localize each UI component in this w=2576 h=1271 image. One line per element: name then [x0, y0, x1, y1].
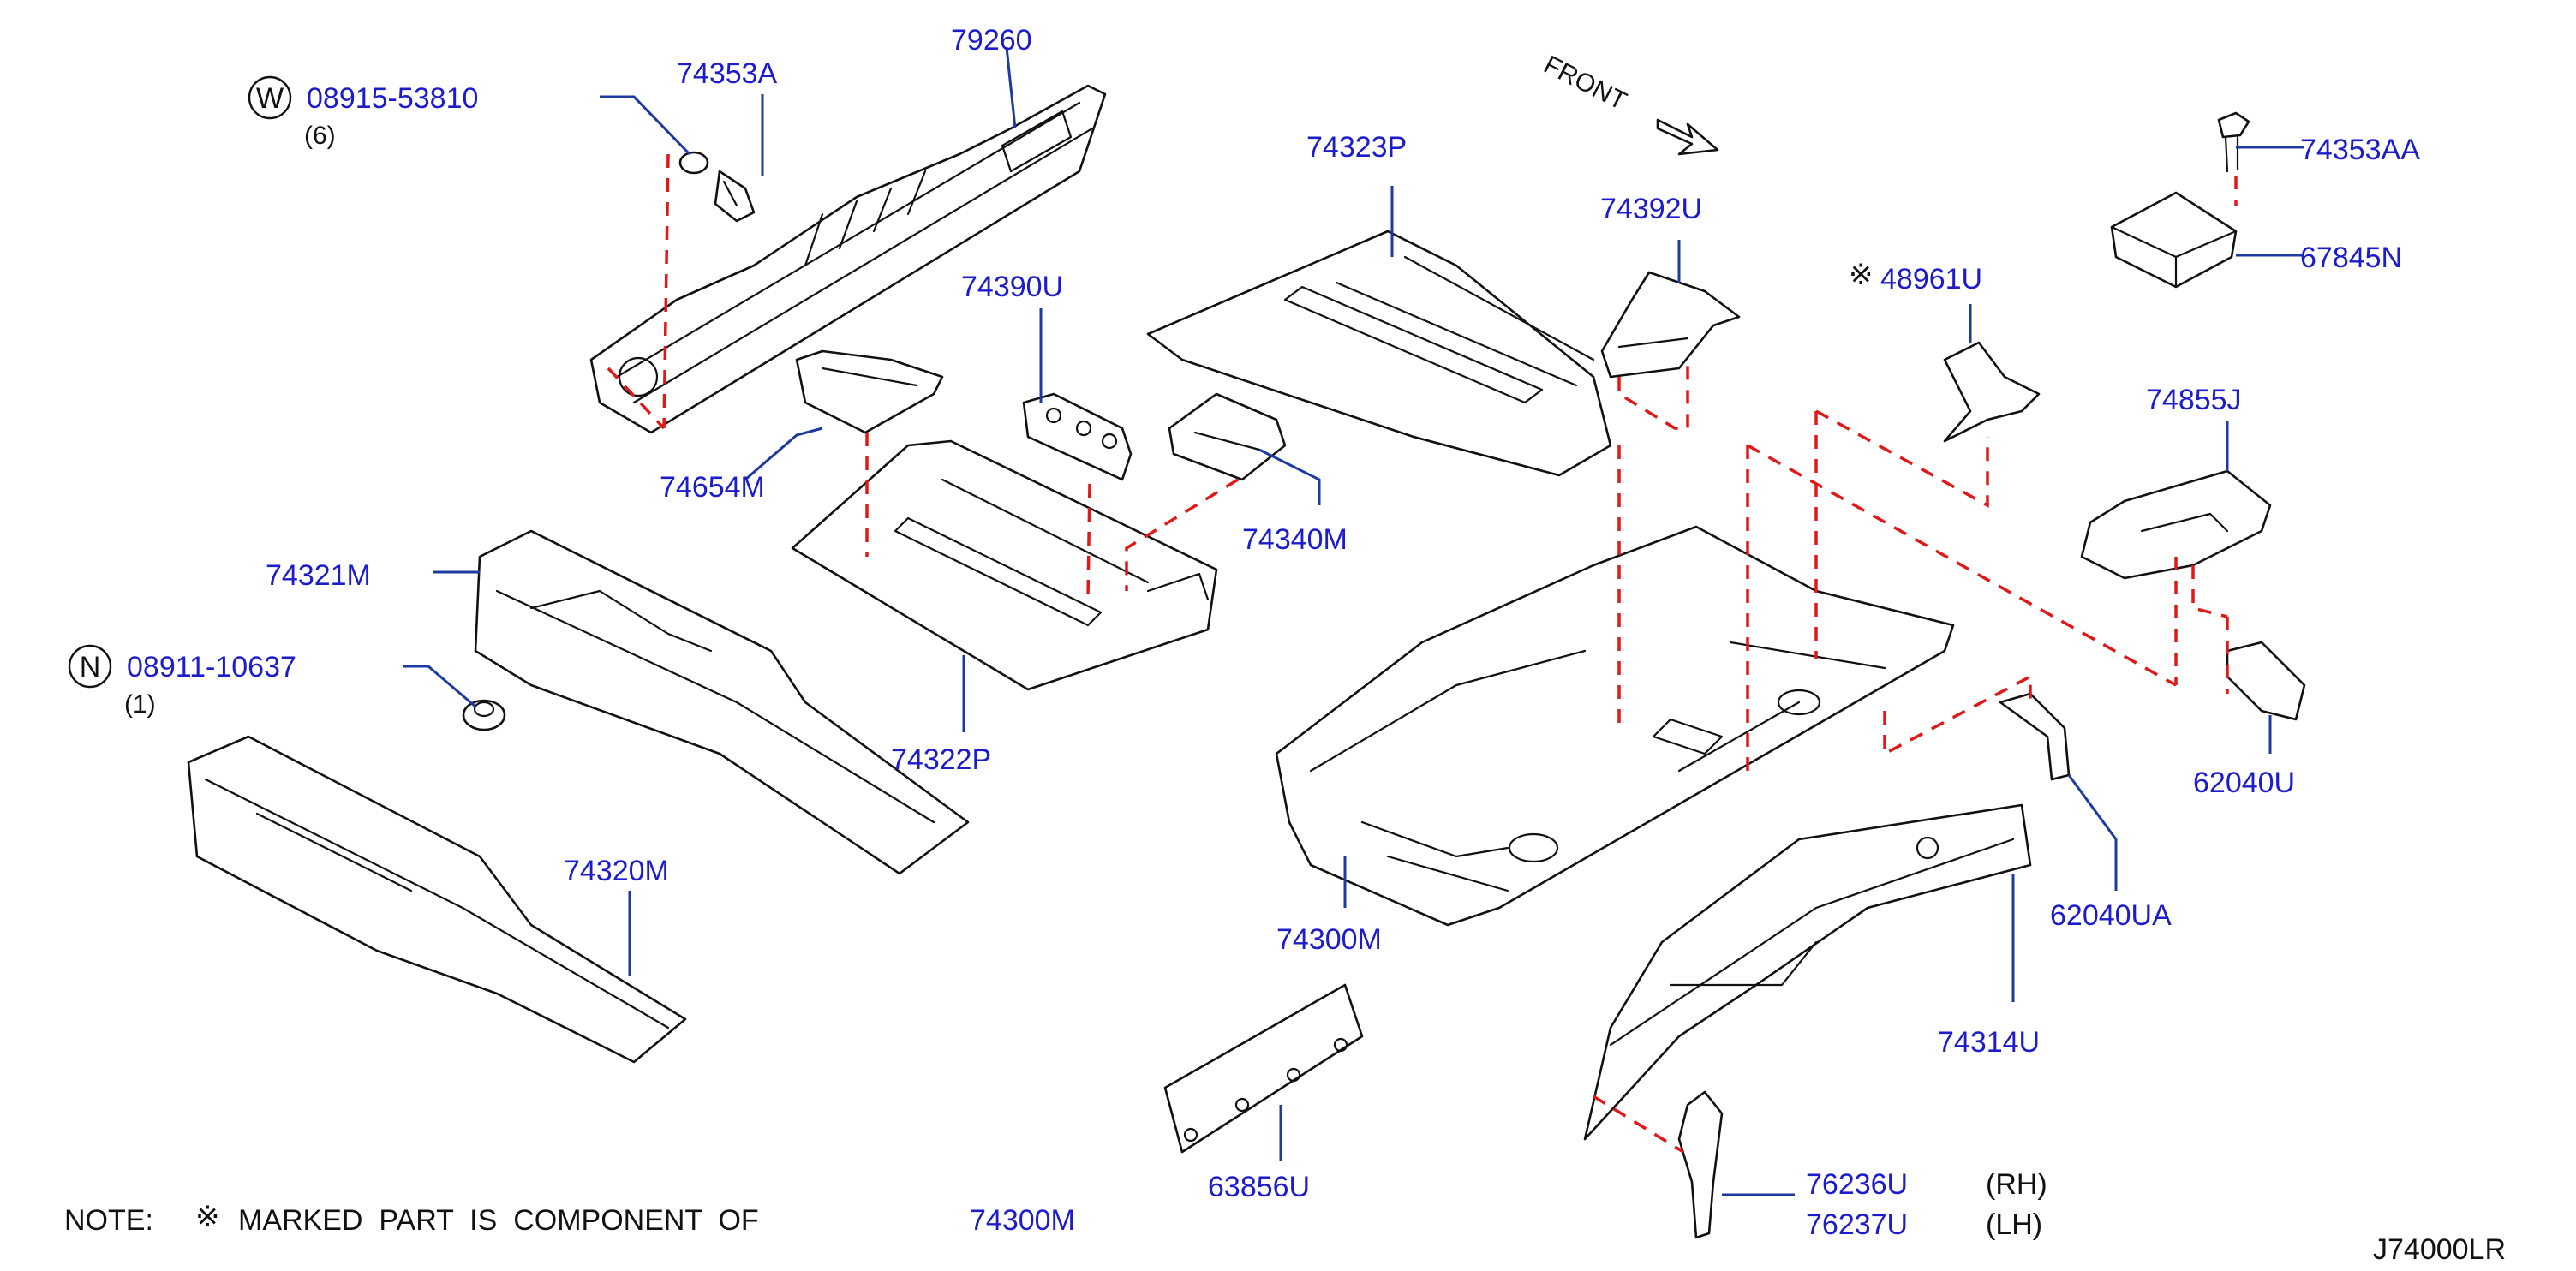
label-74340M[interactable]: 74340M [1242, 523, 1348, 556]
part-74353AA-bolt [2217, 111, 2250, 173]
label-76237U[interactable]: 76237U [1806, 1208, 1908, 1241]
qty-08915-53810: (6) [304, 122, 336, 150]
front-arrow-icon [1656, 118, 1719, 156]
label-74390U[interactable]: 74390U [961, 271, 1063, 303]
part-08911-nut [462, 699, 506, 731]
label-74392U[interactable]: 74392U [1600, 193, 1702, 225]
part-79260-rail [589, 84, 1107, 434]
drawing-code: J74000LR [2373, 1233, 2506, 1266]
part-74392U-bracket [1600, 271, 1741, 379]
part-62040U-block [2226, 641, 2306, 721]
note: NOTE: ※ MARKED PART IS COMPONENT OF 7430… [64, 1201, 1075, 1237]
part-74300M-floor [1275, 525, 1955, 927]
symbol-w-icon: W [248, 75, 292, 120]
label-74314U[interactable]: 74314U [1938, 1026, 2040, 1059]
symbol-n-icon: N [68, 644, 112, 689]
part-48961U-bracket [1943, 341, 2041, 443]
note-part-74300M[interactable]: 74300M [970, 1204, 1075, 1237]
part-74855J-bracket [2080, 469, 2272, 580]
label-63856U[interactable]: 63856U [1208, 1171, 1310, 1203]
note-mark-icon: ※ [195, 1201, 220, 1233]
part-74340M-bracket [1168, 392, 1287, 481]
label-74322P[interactable]: 74322P [891, 743, 991, 776]
label-74353AA[interactable]: 74353AA [2300, 134, 2420, 166]
part-74322P-panel [791, 439, 1218, 691]
label-76236U[interactable]: 76236U [1806, 1168, 1908, 1201]
label-rh: (RH) [1986, 1168, 2047, 1201]
note-text: MARKED PART IS COMPONENT OF [238, 1204, 759, 1237]
part-74323P-panel [1146, 230, 1612, 477]
label-62040U[interactable]: 62040U [2193, 767, 2295, 799]
qty-08911-10637: (1) [124, 690, 156, 719]
symbol-n-text: N [80, 651, 101, 683]
part-74314U-member [1583, 803, 2032, 1141]
label-74353A[interactable]: 74353A [677, 57, 778, 90]
part-63856U-strip [1163, 983, 1364, 1154]
label-74323P[interactable]: 74323P [1306, 131, 1407, 164]
part-74353A-bolt [678, 151, 756, 223]
label-lh: (LH) [1986, 1208, 2042, 1241]
label-74300M[interactable]: 74300M [1276, 923, 1382, 956]
part-67845N-block [2110, 191, 2238, 289]
label-48961U[interactable]: 48961U [1880, 263, 1982, 295]
label-62040UA[interactable]: 62040UA [2050, 899, 2172, 932]
note-prefix: NOTE: [64, 1204, 153, 1237]
part-62040UA-bracket [1999, 692, 2071, 781]
part-74320M-member [187, 735, 687, 1064]
leader-lines [403, 46, 2304, 1196]
label-67845N[interactable]: 67845N [2300, 242, 2402, 274]
label-74320M[interactable]: 74320M [564, 855, 669, 887]
label-74654M[interactable]: 74654M [660, 471, 765, 504]
label-74855J[interactable]: 74855J [2146, 384, 2242, 416]
mark-48961U-icon: ※ [1849, 259, 1874, 291]
assembly-lines [607, 153, 2238, 1154]
symbol-w-text: W [256, 82, 284, 115]
part-76236U-bracket [1677, 1090, 1724, 1239]
label-79260[interactable]: 79260 [951, 24, 1032, 57]
front-label: FRONT [1539, 51, 1631, 116]
part-74321M-member [474, 529, 970, 875]
label-08915-53810[interactable]: 08915-53810 [307, 82, 478, 115]
part-74654M-bracket [795, 349, 944, 434]
part-74390U-bracket [1022, 392, 1133, 481]
label-08911-10637[interactable]: 08911-10637 [127, 651, 296, 683]
label-74321M[interactable]: 74321M [266, 559, 371, 592]
